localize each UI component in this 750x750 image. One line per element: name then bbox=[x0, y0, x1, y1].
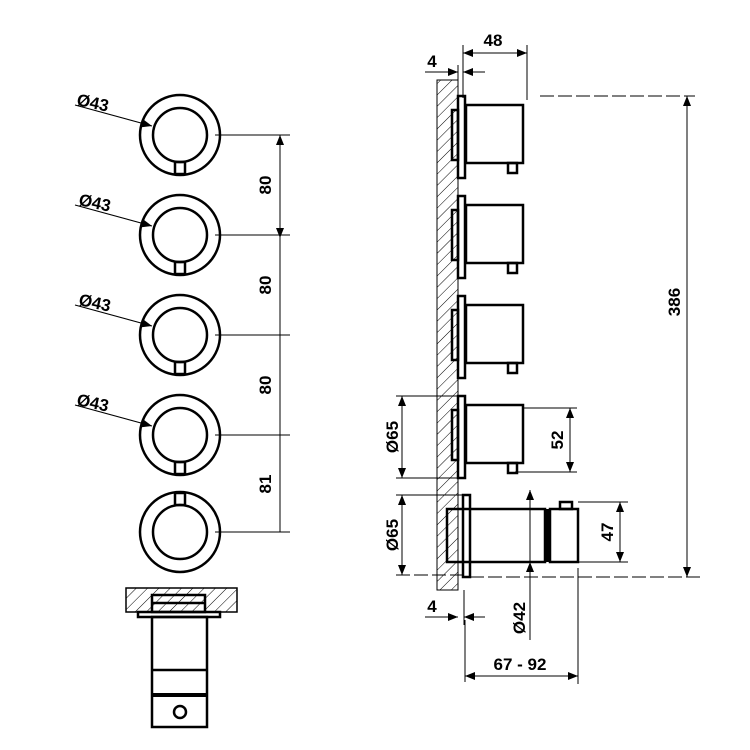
diameter-label-2: Ø43 bbox=[77, 190, 112, 215]
knob-inner-circle bbox=[151, 503, 209, 561]
section-view bbox=[125, 587, 238, 729]
side-dimension-lines bbox=[396, 45, 700, 684]
knob-tab bbox=[173, 260, 187, 276]
handle-lever bbox=[506, 261, 519, 275]
side-view bbox=[450, 94, 525, 480]
plate-flange bbox=[450, 108, 460, 162]
knob-height-label: 52 bbox=[548, 431, 567, 450]
plate-flange bbox=[450, 408, 460, 462]
handle-body bbox=[464, 403, 525, 465]
handle-body bbox=[464, 203, 525, 265]
handle-body bbox=[464, 303, 525, 365]
depth-range-label: 67 - 92 bbox=[494, 655, 547, 674]
diameter-label-1: Ø43 bbox=[75, 90, 110, 115]
knob-inner-circle bbox=[151, 206, 209, 264]
total-height-label: 386 bbox=[665, 288, 684, 316]
diameter-leader bbox=[74, 204, 153, 228]
plate-flange bbox=[450, 308, 460, 362]
knob-inner-circle bbox=[151, 306, 209, 364]
knob-inner-circle bbox=[151, 106, 209, 164]
thermostat-unit bbox=[445, 493, 580, 579]
handle-body bbox=[464, 103, 525, 165]
handle-lever bbox=[506, 161, 519, 175]
knob-inner-circle bbox=[151, 406, 209, 464]
knob-tab bbox=[173, 491, 187, 507]
plate-diameter-label-1: Ø65 bbox=[383, 421, 402, 453]
spacing-label-1: 80 bbox=[256, 176, 275, 195]
diameter-leader bbox=[74, 104, 153, 128]
knob-tab bbox=[173, 460, 187, 476]
plate-flange bbox=[450, 208, 460, 262]
wall-offset-top-label: 4 bbox=[427, 52, 437, 71]
front-view bbox=[74, 93, 290, 574]
body-height-label: 47 bbox=[598, 523, 617, 542]
body-diameter-label: Ø42 bbox=[510, 602, 529, 634]
wall-offset-bottom-label: 4 bbox=[427, 597, 437, 616]
plate-diameter-label-2: Ø65 bbox=[383, 519, 402, 551]
handle-lever bbox=[506, 461, 519, 475]
handle-lever bbox=[506, 361, 519, 375]
knob-tab bbox=[173, 360, 187, 376]
knob-tab bbox=[173, 160, 187, 176]
spacing-label-3: 80 bbox=[256, 376, 275, 395]
spacing-label-2: 80 bbox=[256, 276, 275, 295]
diameter-leader bbox=[74, 304, 153, 328]
diameter-leader bbox=[74, 404, 153, 428]
spacing-label-4: 81 bbox=[256, 475, 275, 494]
depth-top-label: 48 bbox=[484, 31, 503, 50]
diameter-label-4: Ø43 bbox=[75, 390, 110, 415]
diameter-label-3: Ø43 bbox=[77, 290, 112, 315]
